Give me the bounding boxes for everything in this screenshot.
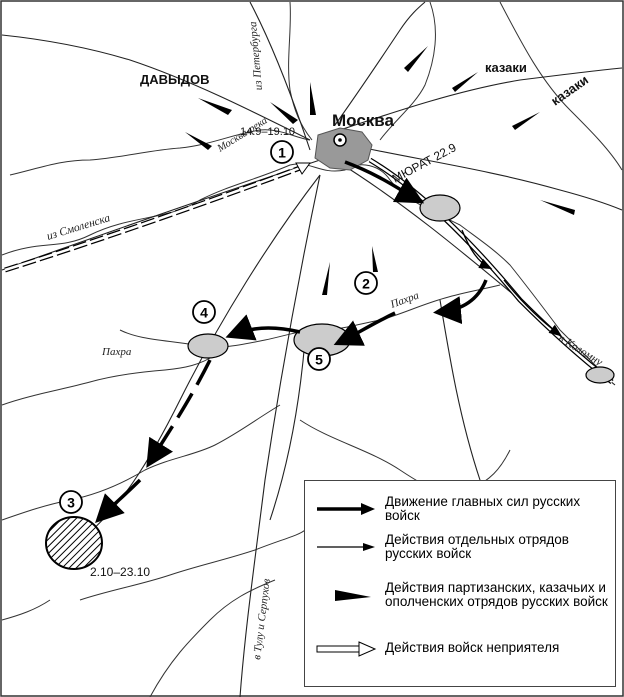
wedge-6 bbox=[452, 72, 478, 92]
moskva-river bbox=[1, 163, 611, 381]
main-arrow-1 bbox=[344, 160, 425, 204]
wedge-8 bbox=[540, 200, 575, 215]
marker-3: 3 bbox=[59, 490, 83, 514]
main-arrow-6 bbox=[95, 478, 142, 523]
main-arrow-2 bbox=[433, 279, 488, 325]
svg-text:5: 5 bbox=[315, 352, 323, 368]
davydov-label: ДАВЫДОВ bbox=[140, 72, 210, 87]
legend-text-enemy: Действия войск неприятеля bbox=[385, 640, 560, 655]
thin-arrow-icon bbox=[317, 543, 375, 551]
wedge-5 bbox=[404, 46, 428, 72]
svg-text:2: 2 bbox=[362, 276, 370, 292]
legend-text-partisans: Действия партизанских, казачьих и ополче… bbox=[385, 580, 608, 609]
position-4 bbox=[187, 333, 229, 359]
wedge-davydov bbox=[198, 98, 232, 115]
river-ne bbox=[379, 1, 436, 141]
cossacks-label-1: казаки bbox=[485, 60, 527, 75]
main-arrow-5 bbox=[146, 359, 212, 468]
road-ne bbox=[334, 1, 426, 126]
position-kolomna bbox=[585, 366, 615, 384]
wedge-3 bbox=[185, 132, 212, 150]
thin-arrow-1 bbox=[461, 229, 493, 270]
svg-text:3: 3 bbox=[67, 495, 75, 511]
river-lower2 bbox=[149, 579, 276, 697]
hollow-arrow-icon bbox=[316, 641, 377, 657]
road-nw bbox=[1, 34, 311, 141]
main-arrow-3 bbox=[333, 311, 396, 346]
thin-arrow-2 bbox=[503, 279, 563, 337]
moskva-river-upper bbox=[9, 129, 311, 176]
road-south-branch bbox=[269, 339, 306, 521]
position-tarutino bbox=[45, 516, 103, 570]
road-ryazan bbox=[349, 144, 623, 211]
camp1-dates: 14.9–19.10 bbox=[240, 126, 295, 138]
wedge-10 bbox=[372, 246, 378, 272]
marker-1: 1 bbox=[270, 140, 294, 164]
pakhra-west-label: Пахра bbox=[101, 346, 132, 358]
road-east bbox=[339, 67, 623, 131]
wedge-2 bbox=[270, 102, 298, 124]
legend-text-main-forces: Движение главных сил русских войск bbox=[385, 494, 581, 523]
wedge-7 bbox=[512, 112, 540, 130]
river-east bbox=[499, 1, 623, 171]
river-lower bbox=[79, 529, 306, 601]
wedge-icon bbox=[335, 590, 371, 601]
road-tula bbox=[239, 174, 321, 697]
moscow-city: Москва bbox=[314, 111, 395, 171]
detachments bbox=[461, 229, 563, 337]
marker-5: 5 bbox=[307, 347, 331, 371]
river-far-south bbox=[1, 599, 51, 621]
partisan-wedges bbox=[185, 46, 575, 295]
marker-4: 4 bbox=[192, 300, 216, 324]
legend-text-detachments: Действия отдельных отрядов русских войск bbox=[385, 532, 569, 561]
river-west bbox=[1, 354, 216, 406]
main-arrow-4 bbox=[225, 314, 301, 341]
marker-2: 2 bbox=[354, 271, 378, 295]
position-murat bbox=[419, 194, 461, 222]
road-petersburg bbox=[249, 1, 311, 151]
wedge-9 bbox=[322, 262, 330, 295]
city-label: Москва bbox=[332, 111, 395, 130]
svg-text:1: 1 bbox=[278, 145, 286, 161]
camp3-dates: 2.10–23.10 bbox=[90, 565, 150, 579]
main-forces bbox=[95, 160, 488, 523]
wedge-4 bbox=[310, 82, 316, 115]
thick-arrow-icon bbox=[317, 503, 375, 515]
river-south bbox=[1, 404, 281, 521]
positions bbox=[45, 194, 615, 570]
svg-text:4: 4 bbox=[200, 305, 208, 321]
map-legend: Движение главных сил русских войск Дейст… bbox=[304, 480, 616, 687]
